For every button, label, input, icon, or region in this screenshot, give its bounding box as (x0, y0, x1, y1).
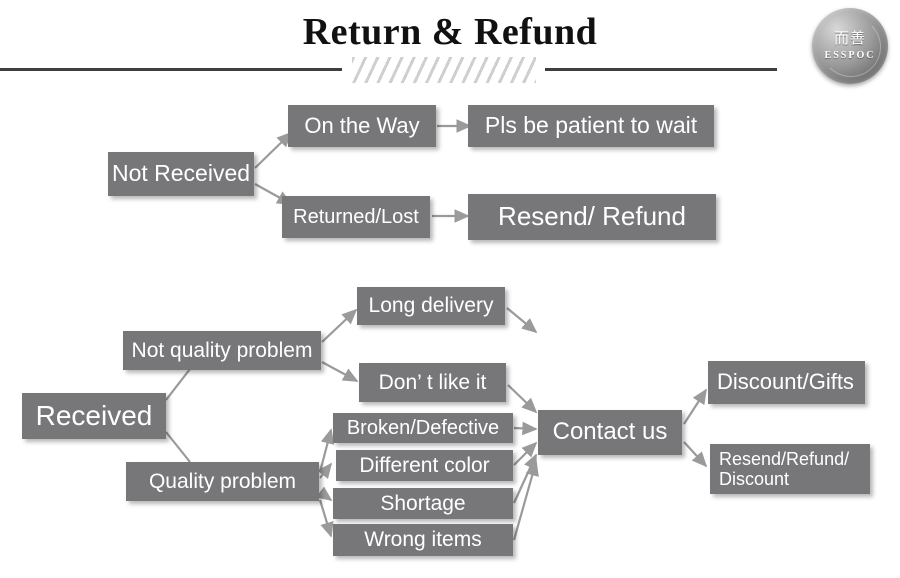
node-resend-refund[interactable]: Resend/ Refund (468, 194, 716, 240)
node-contact-us[interactable]: Contact us (538, 410, 682, 455)
node-shortage[interactable]: Shortage (333, 488, 513, 519)
logo-brand-text: ESSPOC (824, 50, 876, 61)
brand-logo: 而善 ESSPOC (812, 8, 888, 84)
node-long-delivery[interactable]: Long delivery (357, 287, 505, 325)
header-rule-left (0, 68, 342, 71)
node-on-the-way[interactable]: On the Way (288, 105, 436, 147)
node-resend-refund-discount-line1: Resend/Refund/ (719, 448, 850, 469)
header-hatch-ornament (352, 57, 536, 83)
node-not-received[interactable]: Not Received (108, 152, 254, 196)
node-different-color[interactable]: Different color (336, 450, 513, 481)
node-discount-gifts[interactable]: Discount/Gifts (708, 361, 865, 404)
page-title: Return & Refund (302, 11, 598, 53)
node-resend-refund-discount[interactable]: Resend/Refund/ Discount (710, 444, 870, 494)
node-received[interactable]: Received (22, 393, 166, 439)
node-wrong-items[interactable]: Wrong items (333, 524, 513, 556)
node-quality-problem[interactable]: Quality problem (126, 462, 319, 501)
node-returned-lost[interactable]: Returned/Lost (282, 196, 430, 238)
logo-chinese-text: 而善 (833, 29, 866, 47)
node-broken-defective[interactable]: Broken/Defective (333, 413, 513, 443)
node-resend-refund-discount-line2: Discount (719, 469, 790, 489)
logo-highlight-arc (821, 17, 881, 77)
node-not-quality-problem[interactable]: Not quality problem (123, 331, 321, 370)
node-dont-like-it[interactable]: Don’ t like it (359, 363, 506, 402)
header-rule-right (545, 68, 777, 71)
node-pls-be-patient-to-wait[interactable]: Pls be patient to wait (468, 105, 714, 147)
